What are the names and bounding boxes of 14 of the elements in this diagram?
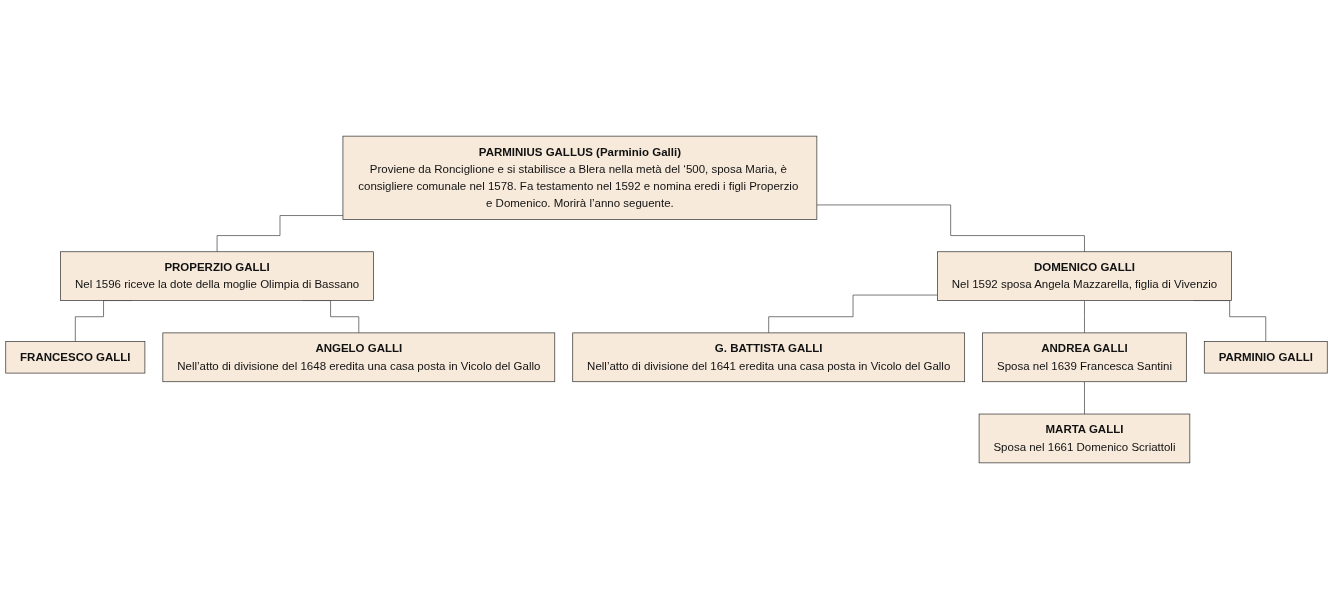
node-box: PARMINIUS GALLUS (Parminio Galli) Proviene da Ronciglione e si stabilisce a Blera nella metà del ‘500, sposa Maria, è consigliere comunale nel 1578. Fa testamento nel 1592 e nomina eredi i figli Properzio e Domenico. Morirà l’anno seguente. [342,135,818,220]
node-box: MARTA GALLI Sposa nel 1661 Domenico Scriattoli [978,413,1191,464]
connector [216,215,344,253]
node-box: ANGELO GALLI Nell’atto di divisione del 1648 eredita una casa posta in Vicolo del Gallo [162,332,556,383]
node-box: DOMENICO GALLI Nel 1592 sposa Angela Mazzarella, figlia di Vivenzio [937,251,1232,301]
node-box: ANDREA GALLI Sposa nel 1639 Francesca Santini [982,332,1187,383]
node-box: G. BATTISTA GALLI Nell’atto di divisione del 1641 eredita una casa posta in Vicolo del Gallo [572,332,965,383]
connector [816,204,1085,253]
connector [1084,381,1085,415]
connector [1084,300,1085,334]
connector [768,294,938,334]
node-box: PROPERZIO GALLI Nel 1596 riceve la dote della moglie Olimpia di Bassano [60,251,374,301]
node-box: PARMINIO GALLI [1203,341,1328,374]
node-box: FRANCESCO GALLI [5,341,146,374]
